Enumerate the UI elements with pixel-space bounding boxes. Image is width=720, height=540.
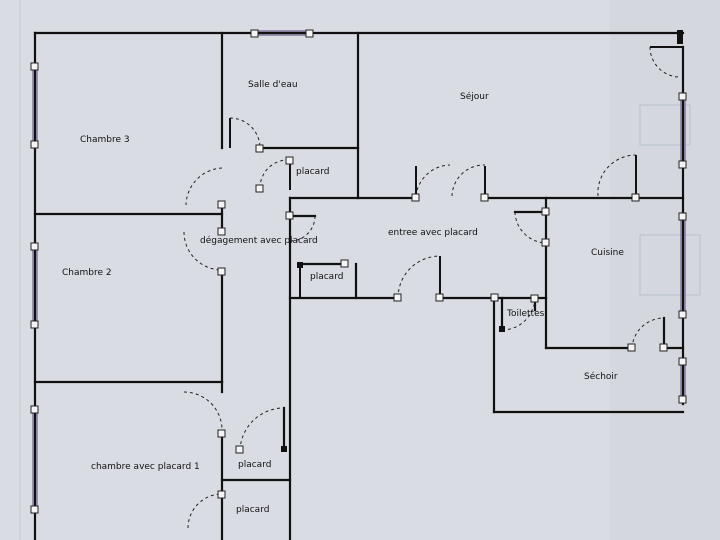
- room-label-placard-c: placard: [238, 460, 271, 470]
- room-label-toilettes: Toilettes: [506, 309, 545, 319]
- windows: [32, 30, 686, 510]
- room-label-degagement: dégagement avec placard: [200, 235, 318, 246]
- room-label-salle-deau: Salle d'eau: [248, 80, 298, 90]
- room-label-chambre-1: chambre avec placard 1: [91, 462, 200, 472]
- room-label-placard-b: placard: [310, 272, 343, 282]
- room-label-entree: entree avec placard: [388, 228, 478, 238]
- doors: [183, 46, 683, 529]
- room-label-cuisine: Cuisine: [591, 248, 624, 258]
- walls: [33, 31, 685, 540]
- room-label-chambre-2: Chambre 2: [62, 268, 112, 278]
- room-label-sejour: Séjour: [460, 91, 489, 102]
- room-label-placard-a: placard: [296, 167, 329, 177]
- room-label-sechoir: Séchoir: [584, 371, 618, 382]
- room-labels: Salle d'eau Séjour Chambre 3 placard ent…: [62, 80, 624, 515]
- wall-junctions: [30, 29, 687, 514]
- room-label-chambre-3: Chambre 3: [80, 135, 130, 145]
- room-label-placard-d: placard: [236, 505, 269, 515]
